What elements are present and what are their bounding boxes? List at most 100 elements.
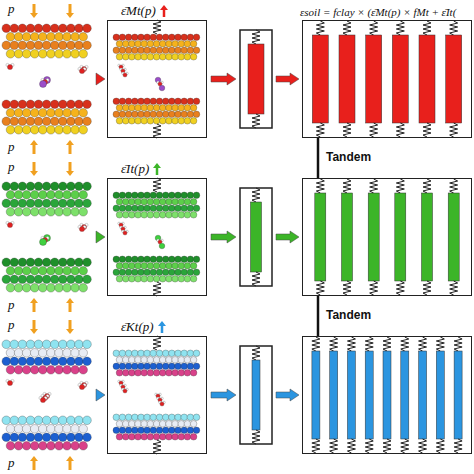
atom	[42, 41, 51, 50]
atom	[153, 41, 160, 48]
atom	[166, 199, 173, 206]
atom	[14, 208, 23, 217]
atom	[22, 33, 31, 42]
atom	[162, 256, 169, 263]
atom	[6, 267, 15, 276]
spring	[316, 123, 324, 137]
atom	[79, 208, 88, 217]
strain-bar	[347, 351, 355, 439]
spring	[396, 21, 404, 35]
atom	[135, 54, 142, 61]
atom	[71, 267, 80, 276]
edge-label: Tandem	[326, 151, 371, 164]
atom	[42, 24, 51, 33]
atom	[39, 33, 48, 42]
atom	[14, 349, 23, 358]
atom	[30, 284, 39, 293]
atom	[50, 433, 59, 442]
pressure-arrow	[33, 162, 36, 172]
atom	[169, 111, 176, 118]
atom	[181, 192, 188, 199]
atom	[125, 363, 132, 370]
atom	[159, 357, 166, 364]
oxygen	[79, 384, 84, 389]
atom	[178, 357, 185, 364]
spring	[436, 439, 444, 453]
atom	[141, 118, 148, 125]
atom	[138, 269, 145, 276]
atom	[2, 117, 11, 126]
atom	[119, 350, 126, 357]
spring	[252, 272, 260, 286]
atom	[75, 433, 84, 442]
atom	[122, 370, 129, 377]
atom	[125, 47, 132, 54]
atom	[14, 425, 23, 434]
atom	[135, 199, 142, 206]
atom	[135, 276, 142, 283]
strain-bar	[315, 193, 326, 281]
atom	[135, 434, 142, 441]
atom	[193, 414, 200, 421]
atom	[187, 269, 194, 276]
atom	[187, 205, 194, 212]
atom	[156, 269, 163, 276]
atom	[132, 47, 139, 54]
atom	[14, 50, 23, 59]
pressure-arrow	[33, 320, 36, 330]
atom	[166, 434, 173, 441]
atom	[129, 434, 136, 441]
atom	[162, 47, 169, 54]
atom	[119, 34, 126, 41]
strain-label: ε̄Mt(p)	[120, 4, 157, 18]
atom	[71, 284, 80, 293]
atom	[129, 105, 136, 112]
spring	[316, 281, 324, 295]
atom	[113, 34, 120, 41]
oxygen	[123, 389, 127, 393]
arrowhead	[30, 456, 38, 461]
atom	[184, 357, 191, 364]
spring	[153, 124, 161, 138]
atom	[190, 370, 197, 377]
atom	[125, 269, 132, 276]
atom	[30, 425, 39, 434]
atom	[50, 416, 59, 425]
atom	[147, 199, 154, 206]
spring	[450, 179, 458, 193]
atom	[138, 192, 145, 199]
atom	[162, 192, 169, 199]
atom	[14, 284, 23, 293]
atom	[30, 442, 39, 451]
atom	[147, 118, 154, 125]
atom	[42, 433, 51, 442]
atom	[187, 350, 194, 357]
atom	[71, 33, 80, 42]
atom	[166, 263, 173, 270]
atom	[153, 370, 160, 377]
atom	[42, 100, 51, 109]
atom	[2, 182, 11, 191]
atom	[153, 434, 160, 441]
spring	[153, 20, 161, 34]
spring	[396, 281, 404, 295]
atom	[169, 350, 176, 357]
atom	[132, 256, 139, 263]
atom	[144, 414, 151, 421]
atom	[6, 126, 15, 135]
atom	[39, 126, 48, 135]
atom	[122, 199, 129, 206]
atom	[184, 370, 191, 377]
atom	[34, 182, 43, 191]
atom	[172, 276, 179, 283]
strain-bar	[312, 351, 320, 439]
atom	[156, 98, 163, 105]
atom	[2, 258, 11, 267]
atom	[138, 363, 145, 370]
atom	[75, 117, 84, 126]
atom	[119, 205, 126, 212]
atom	[75, 199, 84, 208]
flow-arrow	[211, 231, 236, 243]
atom	[141, 434, 148, 441]
atom	[150, 34, 157, 41]
